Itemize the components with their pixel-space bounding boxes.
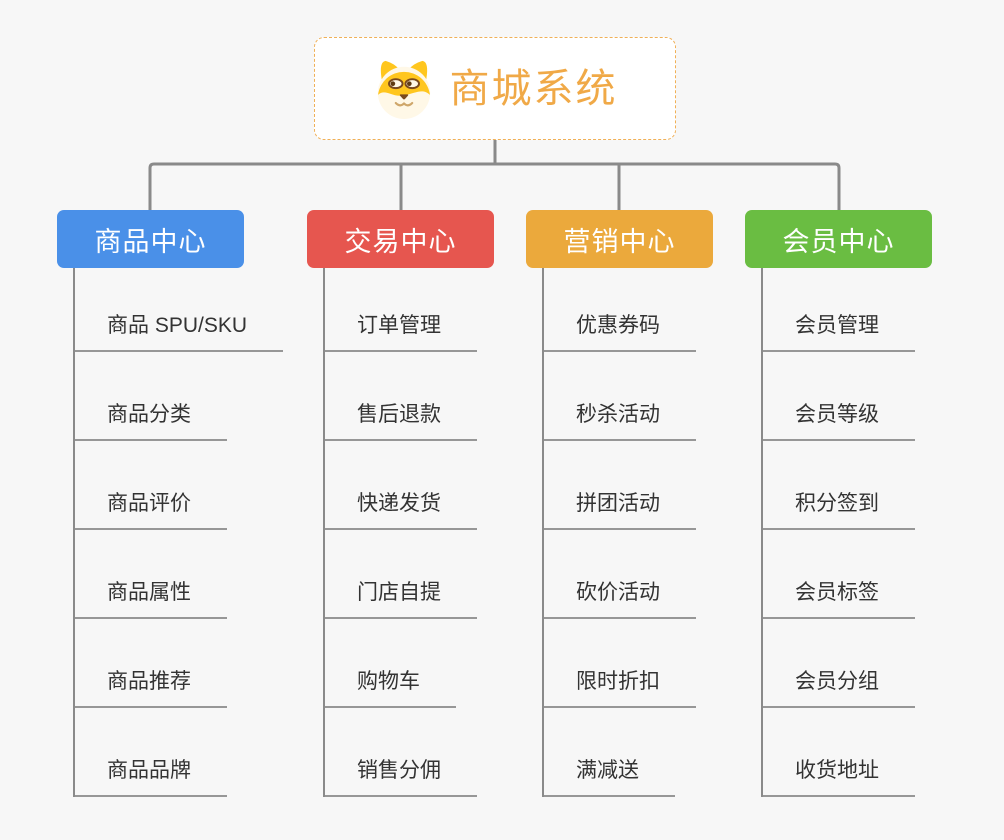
- child-label: 会员等级: [763, 403, 915, 441]
- child-node[interactable]: 订单管理: [325, 268, 547, 352]
- branch-node-marketing[interactable]: 营销中心: [526, 210, 713, 268]
- child-label: 商品评价: [75, 492, 227, 530]
- branch-node-product[interactable]: 商品中心: [57, 210, 244, 268]
- child-label: 商品分类: [75, 403, 227, 441]
- branch-column-member: 会员中心 会员管理 会员等级 积分签到 会员标签 会员分组 收货地址: [745, 210, 985, 797]
- child-label: 会员管理: [763, 314, 915, 352]
- branch-rail-line: [148, 162, 841, 210]
- child-label: 砍价活动: [544, 581, 696, 619]
- branch-column-trade: 交易中心 订单管理 售后退款 快递发货 门店自提 购物车 销售分佣: [307, 210, 547, 797]
- child-node[interactable]: 限时折扣: [544, 619, 766, 708]
- branch-node-trade[interactable]: 交易中心: [307, 210, 494, 268]
- child-label: 商品属性: [75, 581, 227, 619]
- child-node[interactable]: 商品推荐: [75, 619, 297, 708]
- child-node[interactable]: 商品评价: [75, 441, 297, 530]
- branch-children-product: 商品 SPU/SKU 商品分类 商品评价 商品属性 商品推荐 商品品牌: [73, 268, 297, 797]
- child-label: 售后退款: [325, 403, 477, 441]
- child-label: 快递发货: [325, 492, 477, 530]
- child-node[interactable]: 砍价活动: [544, 530, 766, 619]
- child-node[interactable]: 会员分组: [763, 619, 985, 708]
- branch-children-member: 会员管理 会员等级 积分签到 会员标签 会员分组 收货地址: [761, 268, 985, 797]
- child-label: 积分签到: [763, 492, 915, 530]
- child-label: 会员标签: [763, 581, 915, 619]
- child-label: 优惠券码: [544, 314, 696, 352]
- child-node[interactable]: 拼团活动: [544, 441, 766, 530]
- child-node[interactable]: 售后退款: [325, 352, 547, 441]
- child-node[interactable]: 秒杀活动: [544, 352, 766, 441]
- child-node[interactable]: 快递发货: [325, 441, 547, 530]
- child-node[interactable]: 销售分佣: [325, 708, 547, 797]
- root-node[interactable]: 商城系统: [314, 37, 676, 140]
- child-node[interactable]: 商品分类: [75, 352, 297, 441]
- child-node[interactable]: 商品属性: [75, 530, 297, 619]
- shiba-dog-icon: [377, 60, 430, 119]
- child-label: 秒杀活动: [544, 403, 696, 441]
- branch-node-member[interactable]: 会员中心: [745, 210, 932, 268]
- child-node[interactable]: 商品 SPU/SKU: [75, 268, 297, 352]
- branch-children-marketing: 优惠券码 秒杀活动 拼团活动 砍价活动 限时折扣 满减送: [542, 268, 766, 797]
- child-label: 门店自提: [325, 581, 477, 619]
- root-title: 商城系统: [449, 66, 618, 111]
- child-label: 购物车: [325, 670, 456, 708]
- child-label: 限时折扣: [544, 670, 696, 708]
- child-label: 满减送: [544, 759, 675, 797]
- branch-column-product: 商品中心 商品 SPU/SKU 商品分类 商品评价 商品属性 商品推荐 商品品牌: [57, 210, 297, 797]
- child-node[interactable]: 满减送: [544, 708, 766, 797]
- child-label: 拼团活动: [544, 492, 696, 530]
- branch-column-marketing: 营销中心 优惠券码 秒杀活动 拼团活动 砍价活动 限时折扣 满减送: [526, 210, 766, 797]
- child-label: 销售分佣: [325, 759, 477, 797]
- child-node[interactable]: 优惠券码: [544, 268, 766, 352]
- child-node[interactable]: 会员等级: [763, 352, 985, 441]
- child-node[interactable]: 门店自提: [325, 530, 547, 619]
- child-node[interactable]: 收货地址: [763, 708, 985, 797]
- child-node[interactable]: 积分签到: [763, 441, 985, 530]
- child-node[interactable]: 购物车: [325, 619, 547, 708]
- child-label: 商品品牌: [75, 759, 227, 797]
- child-label: 商品推荐: [75, 670, 227, 708]
- child-label: 商品 SPU/SKU: [75, 314, 284, 352]
- child-node[interactable]: 会员标签: [763, 530, 985, 619]
- child-label: 会员分组: [763, 670, 915, 708]
- child-node[interactable]: 商品品牌: [75, 708, 297, 797]
- branch-children-trade: 订单管理 售后退款 快递发货 门店自提 购物车 销售分佣: [323, 268, 547, 797]
- child-label: 收货地址: [763, 759, 915, 797]
- child-label: 订单管理: [325, 314, 477, 352]
- child-node[interactable]: 会员管理: [763, 268, 985, 352]
